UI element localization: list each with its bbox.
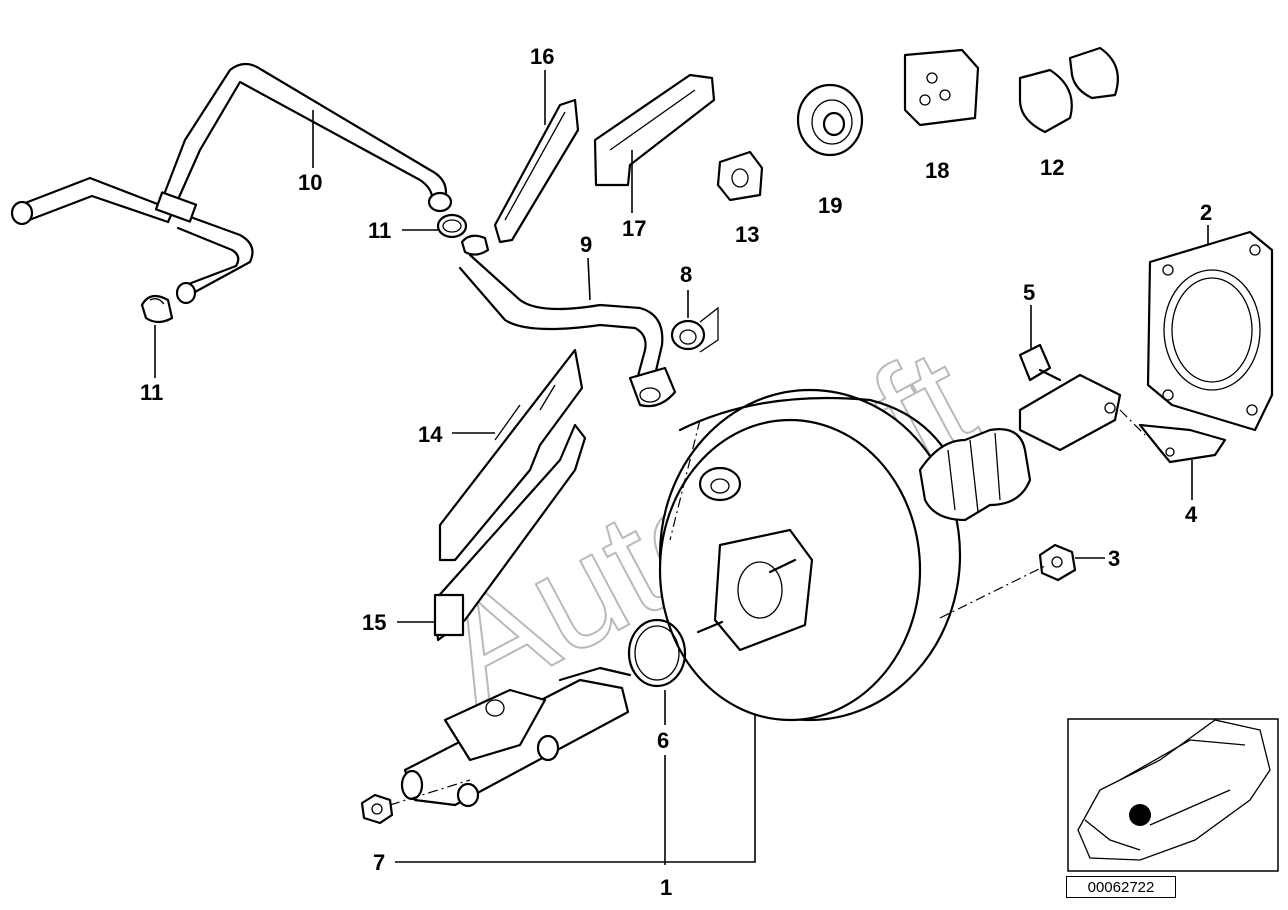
vacuum-hose-part-9[interactable] (458, 234, 677, 408)
bracket-part-15[interactable] (433, 423, 587, 642)
callout-5: 5 (1023, 280, 1035, 305)
callout-8: 8 (680, 262, 692, 287)
leader-lines (154, 70, 1209, 865)
callout-19: 19 (818, 193, 842, 218)
bracket-part-16[interactable] (493, 98, 580, 244)
callout-11-top: 11 (368, 218, 391, 243)
grommet-part-8[interactable] (670, 306, 719, 353)
bracket-part-17[interactable] (593, 73, 716, 187)
pad-part-18[interactable] (903, 48, 980, 127)
callout-3: 3 (1108, 546, 1120, 571)
pin-part-4[interactable] (1138, 423, 1227, 464)
callout-12: 12 (1040, 155, 1064, 180)
o-ring-part-6[interactable] (627, 618, 687, 688)
callout-16: 16 (530, 44, 554, 69)
plug-part-19[interactable] (796, 83, 864, 157)
callout-9: 9 (580, 232, 592, 257)
assembly-line (669, 419, 701, 541)
clip-part-5[interactable] (1018, 343, 1052, 382)
hose-clamp-part-11-left[interactable] (140, 294, 174, 324)
assembly-line (389, 779, 471, 806)
pushrod-fork[interactable] (1018, 368, 1122, 452)
document-id-label: 00062722 (1066, 876, 1176, 898)
callout-6: 6 (657, 728, 669, 753)
callout-14: 14 (418, 422, 443, 447)
callout-1: 1 (660, 875, 672, 900)
callout-18: 18 (925, 158, 949, 183)
grommet-part-13[interactable] (716, 150, 764, 202)
callout-11-left: 11 (140, 380, 163, 405)
bracket-part-14[interactable] (438, 348, 584, 562)
callout-10: 10 (298, 170, 322, 195)
callout-7: 7 (373, 850, 385, 875)
callout-17: 17 (622, 216, 646, 241)
assembly-line (1119, 409, 1146, 436)
nut-part-3[interactable] (1038, 543, 1077, 582)
brake-booster-part-1[interactable] (658, 388, 1032, 722)
vacuum-hose-part-10[interactable] (10, 62, 453, 305)
callout-13: 13 (735, 222, 759, 247)
callout-15: 15 (362, 610, 386, 635)
nut-part-7[interactable] (360, 793, 394, 825)
master-cylinder[interactable] (400, 666, 632, 808)
gasket-part-2[interactable] (1146, 230, 1274, 432)
callout-4: 4 (1185, 502, 1198, 527)
callout-2: 2 (1200, 200, 1212, 225)
location-inset (1067, 718, 1279, 872)
clip-part-12[interactable] (1018, 46, 1119, 134)
location-marker (1129, 804, 1151, 826)
hose-clamp-part-11-top[interactable] (436, 213, 468, 239)
